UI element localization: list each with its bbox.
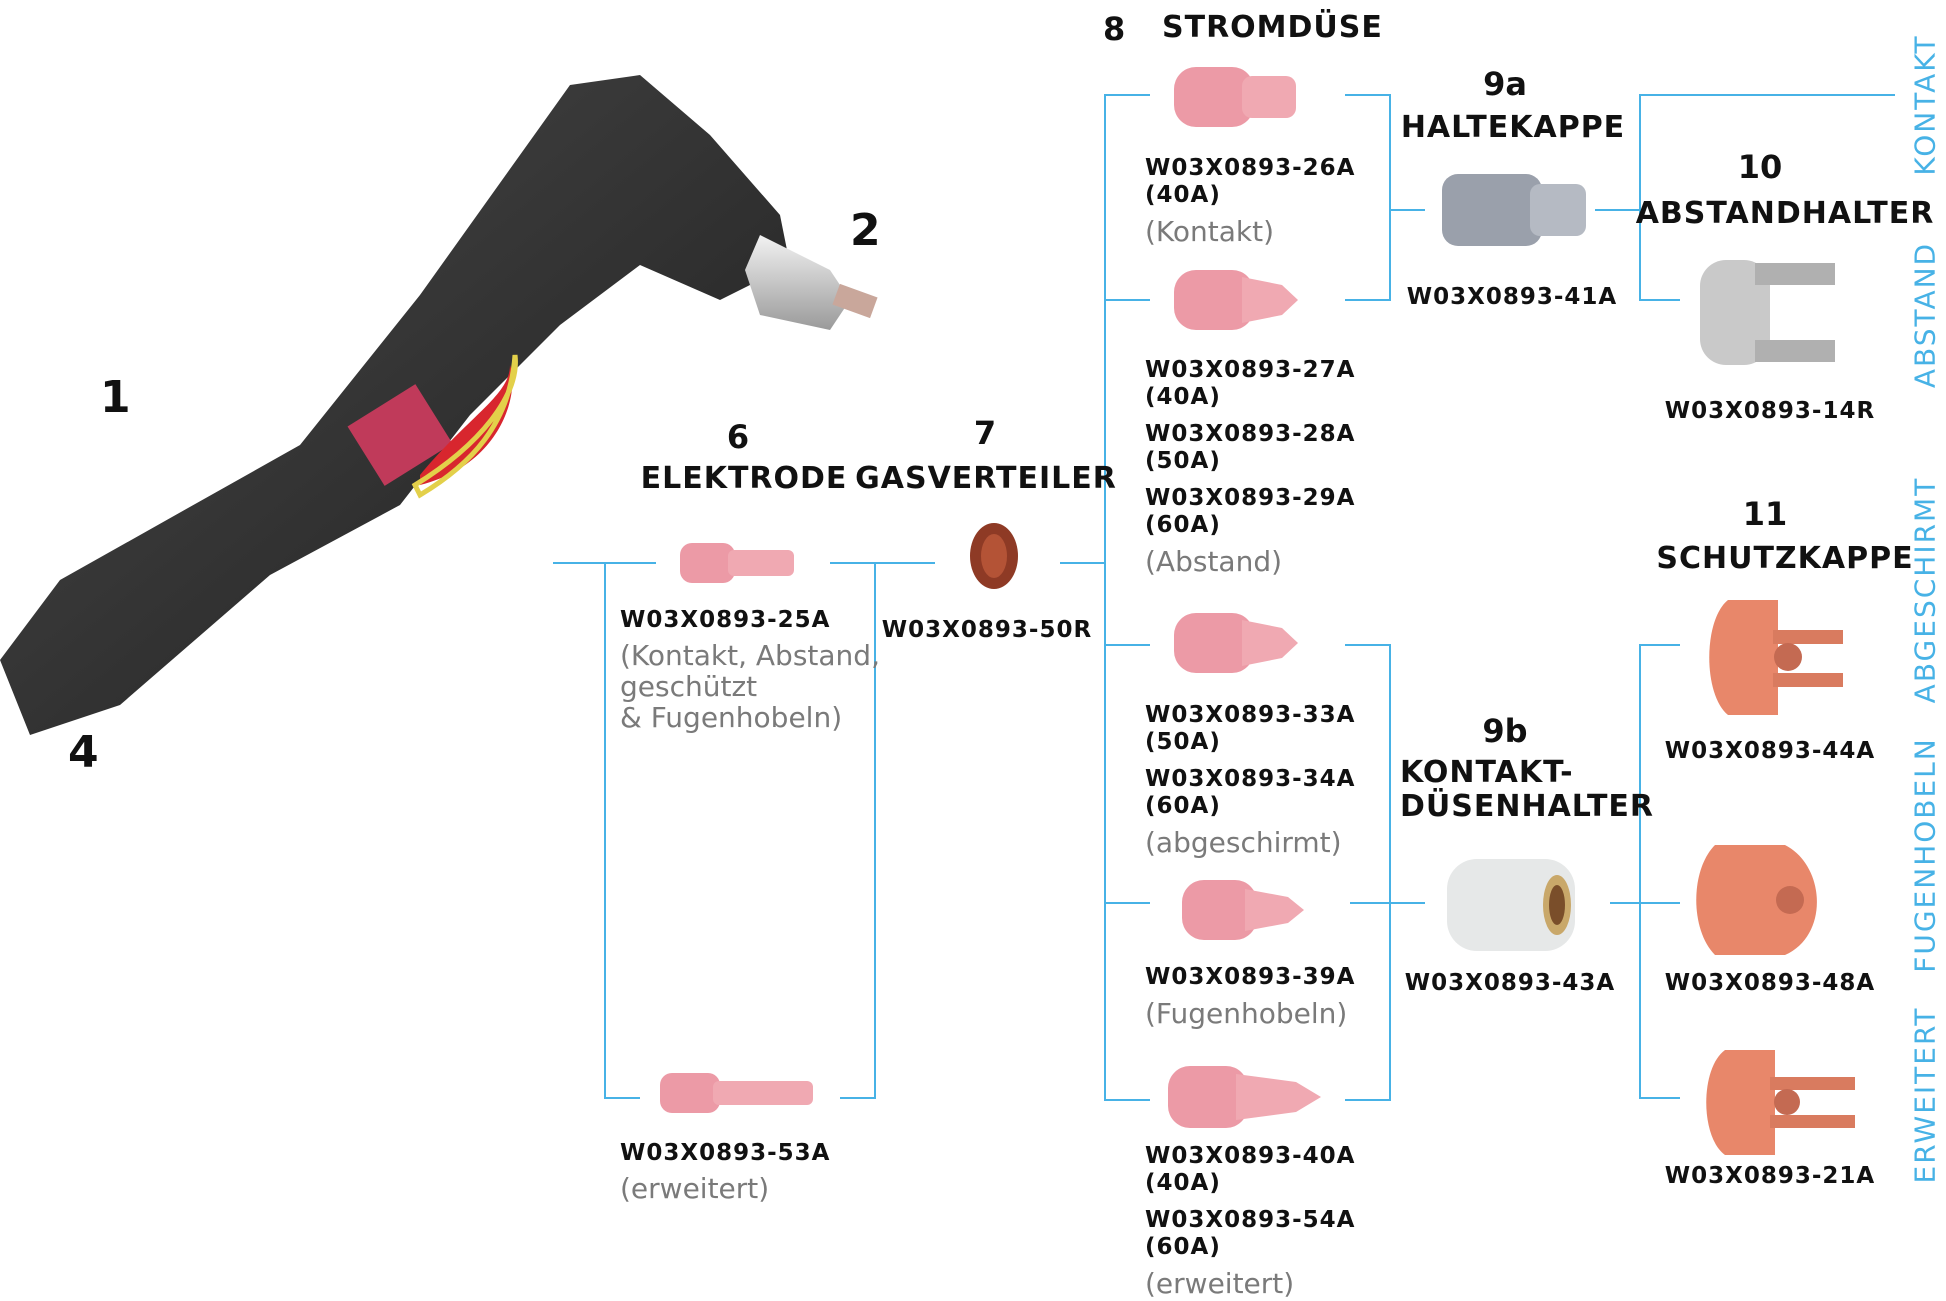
stromduese-group-3-line-2: (50A) — [1145, 729, 1221, 755]
side-label-kontakt: KONTAKT — [1908, 34, 1942, 176]
stromduese-group-2-line-6: (60A) — [1145, 512, 1221, 538]
side-label-abgeschirmt: ABGESCHIRMT — [1908, 476, 1942, 704]
gasverteiler-title: GASVERTEILER — [855, 461, 1117, 496]
shield-cap-48a-image — [1696, 845, 1817, 955]
gas-distributor-image — [970, 523, 1018, 589]
stromduese-group-3-line-1: W03X0893-33A — [1145, 702, 1356, 728]
side-label-fugenhobeln: FUGENHOBELN — [1908, 737, 1942, 973]
nozzle-holder-image — [1447, 859, 1575, 951]
retaining-cap-image — [1442, 174, 1586, 246]
gasverteiler-code: W03X0893-50R — [881, 617, 1093, 643]
duesenhalter-number: 9b — [1482, 712, 1528, 750]
spacer-image — [1700, 260, 1835, 365]
stromduese-group-5-line-3: W03X0893-54A — [1145, 1207, 1356, 1233]
stromduese-group-5-line-1: W03X0893-40A — [1145, 1143, 1356, 1169]
side-label-erweitert: ERWEITERT — [1908, 1006, 1942, 1184]
stromduese-group-2-note: (Abstand) — [1145, 545, 1283, 578]
torch-label-2: 2 — [850, 205, 881, 256]
stromduese-number: 8 — [1103, 10, 1126, 48]
electrode-25a-image — [680, 543, 794, 583]
nozzle-27a-image — [1174, 270, 1298, 330]
stromduese-group-4-note: (Fugenhobeln) — [1145, 997, 1348, 1030]
stromduese-group-2-line-1: W03X0893-27A — [1145, 357, 1356, 383]
stromduese-group-2-line-4: (50A) — [1145, 448, 1221, 474]
stromduese-group-2-line-5: W03X0893-29A — [1145, 485, 1356, 511]
nozzle-40a-image — [1168, 1066, 1321, 1128]
nozzle-39a-image — [1182, 880, 1304, 940]
abstandhalter-number: 10 — [1737, 148, 1783, 186]
duesenhalter-code: W03X0893-43A — [1404, 970, 1616, 996]
schutzkappe-code-2: W03X0893-48A — [1664, 970, 1876, 996]
stromduese-group-5-line-2: (40A) — [1145, 1170, 1221, 1196]
stromduese-group-5-note: (erweitert) — [1145, 1267, 1295, 1300]
torch-label-4: 4 — [68, 727, 99, 778]
nozzle-33a-image — [1174, 613, 1298, 673]
haltekappe-number: 9a — [1483, 65, 1527, 103]
elektrode-code-2: W03X0893-53A — [620, 1140, 831, 1166]
elektrode-note-2: (erweitert) — [620, 1172, 770, 1205]
stromduese-title: STROMDÜSE — [1162, 10, 1383, 45]
schutzkappe-code-1: W03X0893-44A — [1664, 738, 1876, 764]
plasma-torch-image — [0, 75, 878, 735]
stromduese-group-4-line-1: W03X0893-39A — [1145, 964, 1356, 990]
schutzkappe-title: SCHUTZKAPPE — [1656, 541, 1914, 576]
duesenhalter-title-2: DÜSENHALTER — [1400, 789, 1655, 824]
stromduese-group-3-line-3: W03X0893-34A — [1145, 766, 1356, 792]
shield-cap-44a-image — [1709, 600, 1843, 715]
shield-cap-21a-image — [1706, 1050, 1855, 1155]
side-label-abstand: ABSTAND — [1908, 241, 1942, 389]
stromduese-group-3-note: (abgeschirmt) — [1145, 826, 1342, 859]
elektrode-note-1: (Kontakt, Abstand, geschützt & Fugenhobe… — [620, 639, 880, 734]
abstandhalter-title: ABSTANDHALTER — [1635, 196, 1935, 231]
stromduese-group-2-line-3: W03X0893-28A — [1145, 421, 1356, 447]
haltekappe-code: W03X0893-41A — [1406, 284, 1618, 310]
electrode-53a-image — [660, 1073, 813, 1113]
elektrode-title: ELEKTRODE — [640, 461, 848, 496]
torch-label-1: 1 — [100, 372, 131, 423]
stromduese-group-1-line-1: W03X0893-26A — [1145, 155, 1356, 181]
gasverteiler-number: 7 — [973, 414, 997, 452]
elektrode-number: 6 — [726, 418, 750, 456]
elektrode-code-1: W03X0893-25A — [620, 607, 831, 633]
stromduese-group-5-line-4: (60A) — [1145, 1234, 1221, 1260]
stromduese-group-3-line-4: (60A) — [1145, 793, 1221, 819]
schutzkappe-code-3: W03X0893-21A — [1664, 1163, 1876, 1189]
nozzle-26a-image — [1174, 67, 1296, 127]
stromduese-group-1-line-2: (40A) — [1145, 182, 1221, 208]
stromduese-group-2-line-2: (40A) — [1145, 384, 1221, 410]
duesenhalter-title-1: KONTAKT- — [1400, 755, 1574, 790]
stromduese-group-1-note: (Kontakt) — [1145, 215, 1275, 248]
schutzkappe-number: 11 — [1742, 495, 1788, 533]
haltekappe-title: HALTEKAPPE — [1400, 110, 1626, 145]
abstandhalter-code: W03X0893-14R — [1664, 398, 1876, 424]
